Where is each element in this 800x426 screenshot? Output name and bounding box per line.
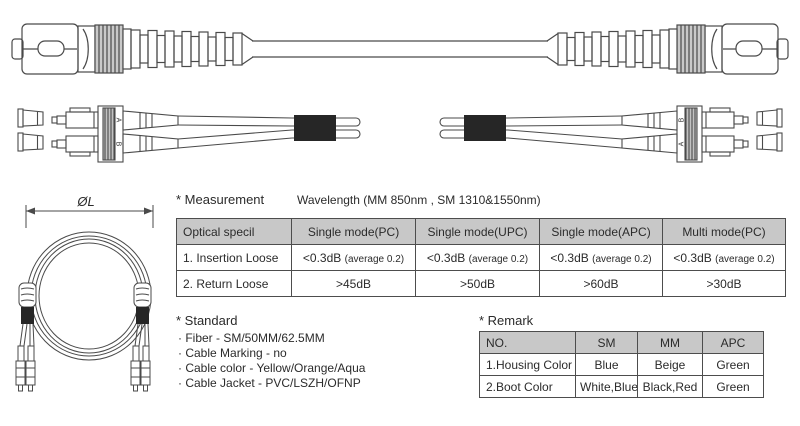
- return-loss-sm-upc: >50dB: [415, 270, 540, 297]
- col-apc: APC: [702, 331, 764, 354]
- marking-band-right: [136, 307, 149, 324]
- note: (average 0.2): [344, 253, 405, 265]
- col-no: NO.: [479, 331, 576, 354]
- fiber-a-label-left: A: [115, 118, 122, 123]
- value: <0.3dB: [550, 250, 589, 265]
- note: (average 0.2): [715, 253, 775, 265]
- coil-lc-connectors-right: [130, 345, 151, 392]
- housing-color-row: 1.Housing Color Blue Beige Green: [479, 353, 764, 376]
- cable-coil: [26, 231, 152, 361]
- sc-housing-slot: [37, 40, 65, 57]
- lc-plug-bottom: [51, 135, 99, 157]
- housing-color-label: 1.Housing Color: [479, 353, 576, 376]
- coil-wrap-right: [133, 282, 152, 308]
- sc-key-tab: [11, 38, 24, 60]
- polarity-labels: A B B A: [115, 117, 686, 146]
- lc-plug-top: [51, 107, 99, 129]
- col-multi-mode-pc: Multi mode(PC): [662, 218, 786, 245]
- return-loss-label: 2. Return Loose: [176, 270, 292, 297]
- col-single-mode-apc: Single mode(APC): [539, 218, 663, 245]
- housing-color-mm: Beige: [637, 353, 703, 376]
- fiber-b-label-left: B: [115, 142, 122, 147]
- lc-cable-drawing: A B B A: [17, 105, 783, 163]
- value: <0.3dB: [673, 250, 712, 265]
- note: (average 0.2): [592, 253, 652, 265]
- note: (average 0.2): [468, 253, 529, 265]
- value: <0.3dB: [426, 250, 466, 265]
- col-optical-specil: Optical specil: [176, 218, 292, 245]
- standard-item-jacket: · Cable Jacket - PVC/LSZH/OFNP: [178, 376, 361, 390]
- boot-color-mm: Black,Red: [637, 375, 703, 398]
- boot-color-label: 2.Boot Color: [479, 375, 576, 398]
- measurement-header-row: Optical specil Single mode(PC) Single mo…: [176, 218, 786, 245]
- standard-title: * Standard: [176, 313, 238, 328]
- marking-band-left: [21, 307, 34, 324]
- col-single-mode-pc: Single mode(PC): [291, 218, 416, 245]
- fiber-b-label-right: B: [679, 117, 686, 122]
- coiled-cable-drawing: ØL: [15, 194, 154, 392]
- sc-boot-step: [122, 28, 132, 70]
- housing-color-apc: Green: [702, 353, 764, 376]
- remark-table: NO. SM MM APC 1.Housing Color Blue Beige…: [479, 331, 764, 398]
- lc-duplex-clip: [97, 105, 124, 163]
- sc-connector-left: [11, 23, 254, 75]
- boot-color-sm: White,Blue: [575, 375, 638, 398]
- sc-collar: [77, 25, 96, 73]
- lc-boots: [122, 110, 179, 154]
- insertion-loss-sm-apc: <0.3dB (average 0.2): [539, 244, 663, 271]
- sc-grip-ring: [94, 24, 124, 74]
- measurement-table: Optical specil Single mode(PC) Single mo…: [176, 218, 786, 297]
- coil-wrap-left: [18, 282, 37, 308]
- standard-item-fiber: · Fiber - SM/50MM/62.5MM: [178, 331, 325, 345]
- measurement-subtitle: Wavelength (MM 850nm , SM 1310&1550nm): [297, 193, 541, 207]
- lc-dust-caps: [17, 108, 44, 152]
- standard-list: · Fiber - SM/50MM/62.5MM · Cable Marking…: [178, 331, 365, 391]
- return-loss-mm-pc: >30dB: [662, 270, 786, 297]
- cable-jacket: [252, 40, 548, 58]
- insertion-loss-label: 1. Insertion Loose: [176, 244, 292, 271]
- sc-strain-relief-boot: [130, 29, 254, 69]
- standard-item-color: · Cable color - Yellow/Orange/Aqua: [178, 361, 366, 375]
- sc-cable-drawing: [11, 23, 789, 75]
- boot-color-apc: Green: [702, 375, 764, 398]
- sc-connector-right: [546, 23, 789, 75]
- coil-dimension: [25, 205, 154, 228]
- cable-marking-band: [294, 115, 336, 141]
- insertion-loss-mm-pc: <0.3dB (average 0.2): [662, 244, 786, 271]
- value: <0.3dB: [302, 250, 342, 265]
- insertion-loss-row: 1. Insertion Loose <0.3dB (average 0.2) …: [176, 244, 786, 271]
- coil-tail-cables: [19, 323, 150, 347]
- insertion-loss-sm-pc: <0.3dB (average 0.2): [291, 244, 416, 271]
- boot-color-row: 2.Boot Color White,Blue Black,Red Green: [479, 375, 764, 398]
- lc-assembly-right: [439, 105, 783, 163]
- return-loss-row: 2. Return Loose >45dB >50dB >60dB >30dB: [176, 270, 786, 297]
- col-mm: MM: [637, 331, 703, 354]
- return-loss-sm-pc: >45dB: [291, 270, 416, 297]
- remark-header-row: NO. SM MM APC: [479, 331, 764, 354]
- fiber-a-label-right: A: [679, 141, 686, 146]
- lc-assembly-left: [17, 105, 361, 163]
- standard-item-marking: · Cable Marking - no: [178, 346, 287, 360]
- coil-dimension-label: ØL: [76, 194, 94, 209]
- housing-color-sm: Blue: [575, 353, 638, 376]
- measurement-title: * Measurement: [176, 192, 265, 207]
- col-sm: SM: [575, 331, 638, 354]
- col-single-mode-upc: Single mode(UPC): [415, 218, 540, 245]
- return-loss-sm-apc: >60dB: [539, 270, 663, 297]
- coil-lc-connectors-left: [15, 345, 36, 392]
- remark-title: * Remark: [479, 313, 534, 328]
- insertion-loss-sm-upc: <0.3dB (average 0.2): [415, 244, 540, 271]
